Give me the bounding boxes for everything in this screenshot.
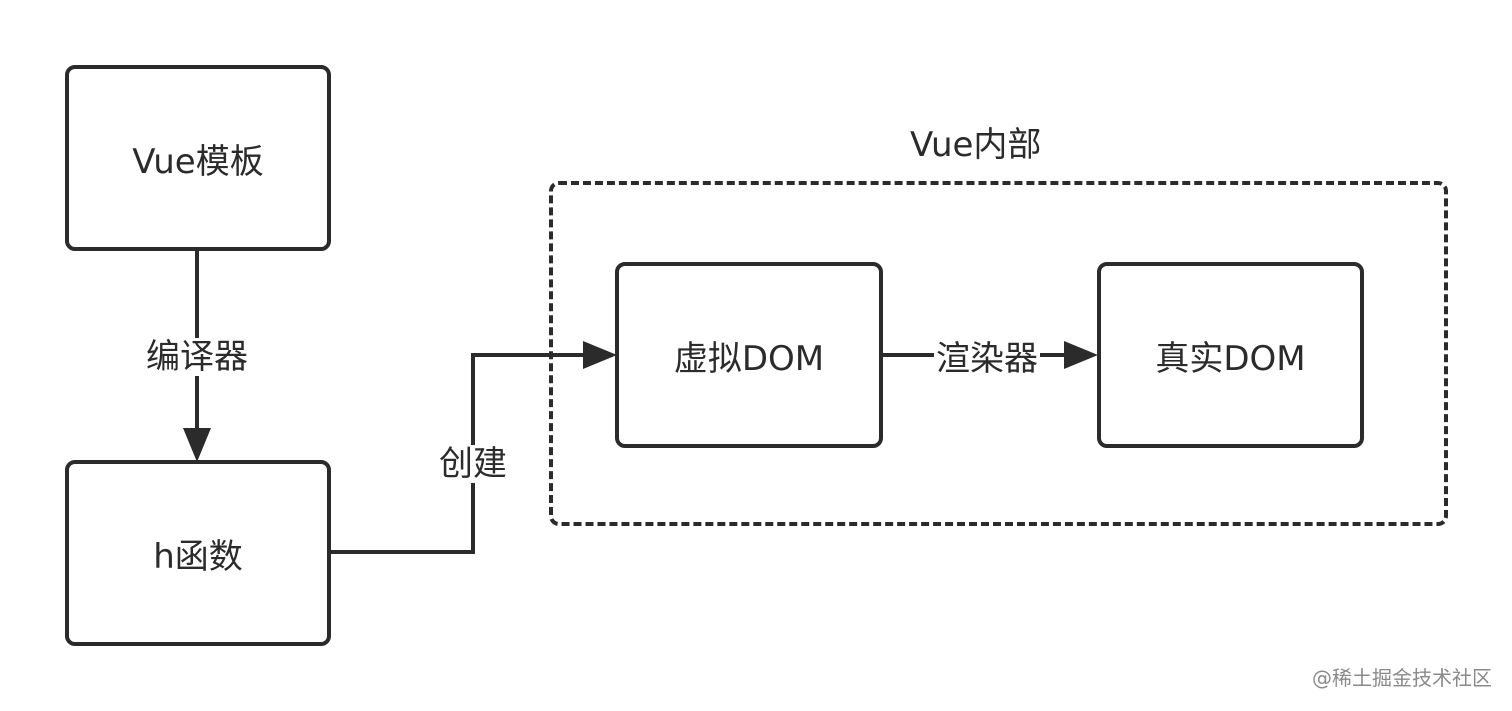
edge-compiler-label: 编译器 xyxy=(146,337,248,377)
edge-create-label: 创建 xyxy=(439,444,507,484)
edge-renderer-arrowhead xyxy=(1064,341,1098,369)
node-real-dom: 真实DOM xyxy=(1097,262,1364,448)
node-virtual-dom: 虚拟DOM xyxy=(615,262,883,448)
vue-internal-group-title: Vue内部 xyxy=(910,125,1042,165)
node-vue-template-label: Vue模板 xyxy=(132,141,264,182)
node-real-dom-label: 真实DOM xyxy=(1155,338,1306,379)
watermark: @稀土掘金技术社区 xyxy=(1312,666,1492,690)
node-virtual-dom-label: 虚拟DOM xyxy=(673,338,825,379)
edge-create-arrowhead xyxy=(583,341,617,369)
vue-internal-group xyxy=(549,181,1448,526)
node-h-function-label: h函数 xyxy=(153,536,243,577)
edge-compiler-arrowhead xyxy=(183,428,211,462)
node-h-function: h函数 xyxy=(65,460,331,646)
edge-renderer-label: 渲染器 xyxy=(934,339,1040,379)
node-vue-template: Vue模板 xyxy=(65,65,331,251)
